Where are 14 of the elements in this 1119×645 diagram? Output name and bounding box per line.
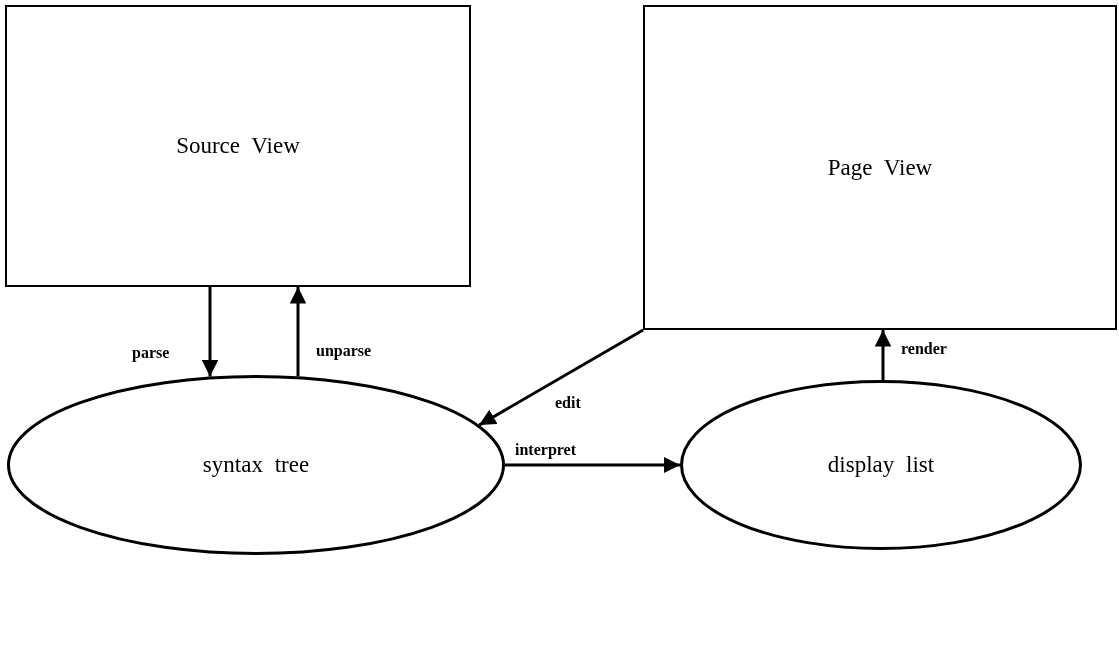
node-label: syntax tree — [202, 452, 310, 478]
arrow — [201, 287, 219, 377]
node-label: display list — [827, 452, 935, 478]
node-label: Page View — [827, 154, 933, 181]
view-box — [5, 5, 471, 287]
arrow — [289, 287, 307, 377]
ellipse-node — [7, 375, 505, 555]
arrow — [505, 456, 680, 474]
arrow — [478, 328, 644, 427]
arrow — [874, 330, 892, 380]
view-box — [643, 5, 1117, 330]
node-label: Source View — [176, 133, 300, 159]
edge-label: interpret — [513, 441, 578, 459]
ellipse-node — [680, 380, 1082, 550]
